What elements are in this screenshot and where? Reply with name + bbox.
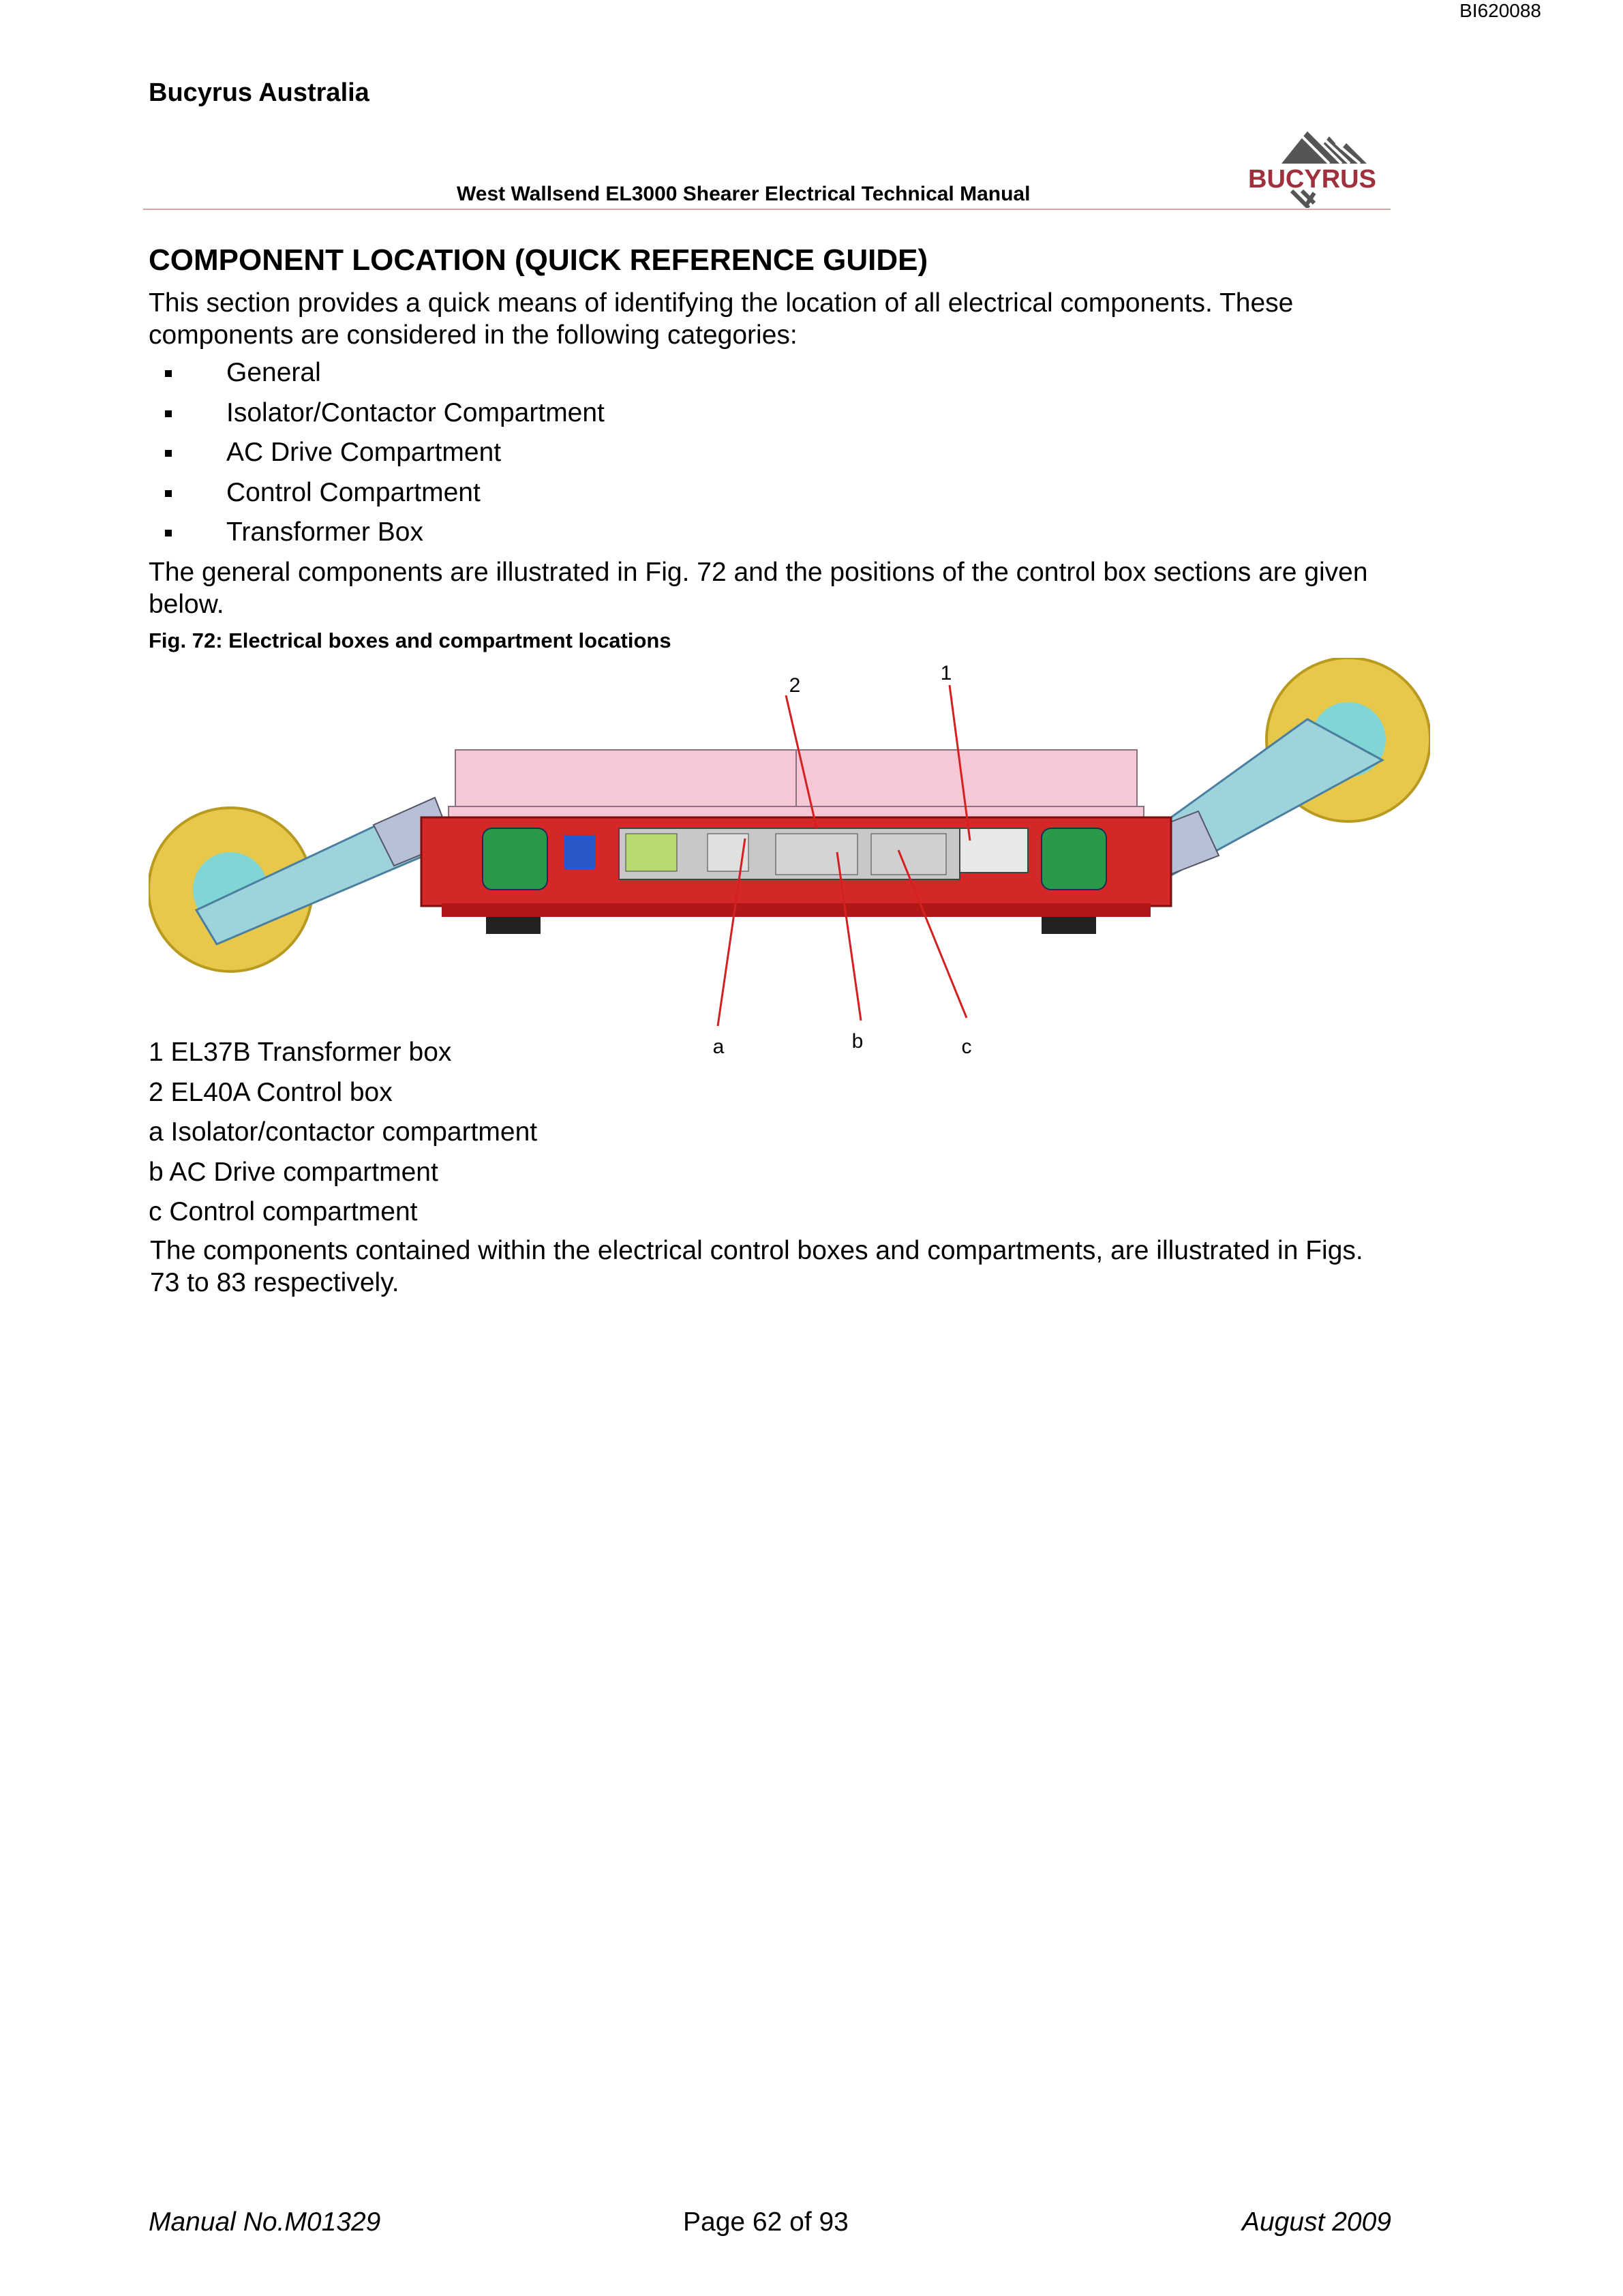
- footer-date: August 2009: [1241, 2207, 1391, 2237]
- figure-caption: Fig. 72: Electrical boxes and compartmen…: [149, 629, 671, 652]
- callout-b: b: [852, 1030, 864, 1053]
- figure-legend: 1 EL37B Transformer box 2 EL40A Control …: [149, 1033, 537, 1233]
- company-name: Bucyrus Australia: [149, 78, 369, 107]
- bullet-icon: [165, 370, 172, 377]
- bullet-icon: [165, 489, 172, 497]
- category-list: General Isolator/Contactor Compartment A…: [149, 353, 605, 553]
- callout-1: 1: [941, 662, 952, 684]
- list-item: 2 EL40A Control box: [149, 1077, 393, 1107]
- list-item: Isolator/Contactor Compartment: [149, 393, 605, 434]
- left-haulage-motor: [482, 828, 548, 890]
- intro-paragraph: This section provides a quick means of i…: [149, 288, 1294, 350]
- list-item: b AC Drive compartment: [149, 1157, 438, 1187]
- manual-title: West Wallsend EL3000 Shearer Electrical …: [457, 183, 1031, 205]
- bullet-icon: [165, 410, 172, 417]
- shearer-diagram: 1 2 a b c: [149, 658, 1430, 1058]
- transformer-box: [959, 828, 1029, 873]
- ac-drive-compartment: [775, 833, 858, 875]
- general-paragraph: The general components are illustrated i…: [149, 558, 1368, 619]
- callout-c: c: [962, 1036, 972, 1058]
- right-haulage-motor: [1041, 828, 1107, 890]
- left-blue-box: [564, 835, 595, 869]
- callout-2: 2: [789, 674, 801, 697]
- list-item: Control Compartment: [149, 473, 605, 513]
- document-id: BI620088: [1459, 0, 1541, 21]
- bullet-icon: [165, 530, 172, 537]
- bucyrus-logo: BUCYRUS: [1248, 128, 1376, 208]
- list-item: Transformer Box: [149, 513, 605, 553]
- list-item: AC Drive Compartment: [149, 433, 605, 473]
- bullet-icon: [165, 450, 172, 457]
- list-item: 1 EL37B Transformer box: [149, 1038, 452, 1067]
- logo-text: BUCYRUS: [1248, 165, 1376, 194]
- list-item: a Isolator/contactor compartment: [149, 1117, 538, 1147]
- callout-a: a: [713, 1036, 725, 1058]
- header-divider: [143, 209, 1391, 210]
- list-item: c Control compartment: [149, 1197, 418, 1226]
- footer-manual-number: Manual No.M01329: [149, 2207, 381, 2237]
- isolator-contactor-compartment: [625, 833, 678, 872]
- list-item: General: [149, 353, 605, 393]
- closing-paragraph: The components contained within the elec…: [150, 1236, 1363, 1297]
- section-title: COMPONENT LOCATION (QUICK REFERENCE GUID…: [149, 243, 928, 277]
- control-compartment: [870, 833, 947, 875]
- footer-page-number: Page 62 of 93: [683, 2207, 849, 2237]
